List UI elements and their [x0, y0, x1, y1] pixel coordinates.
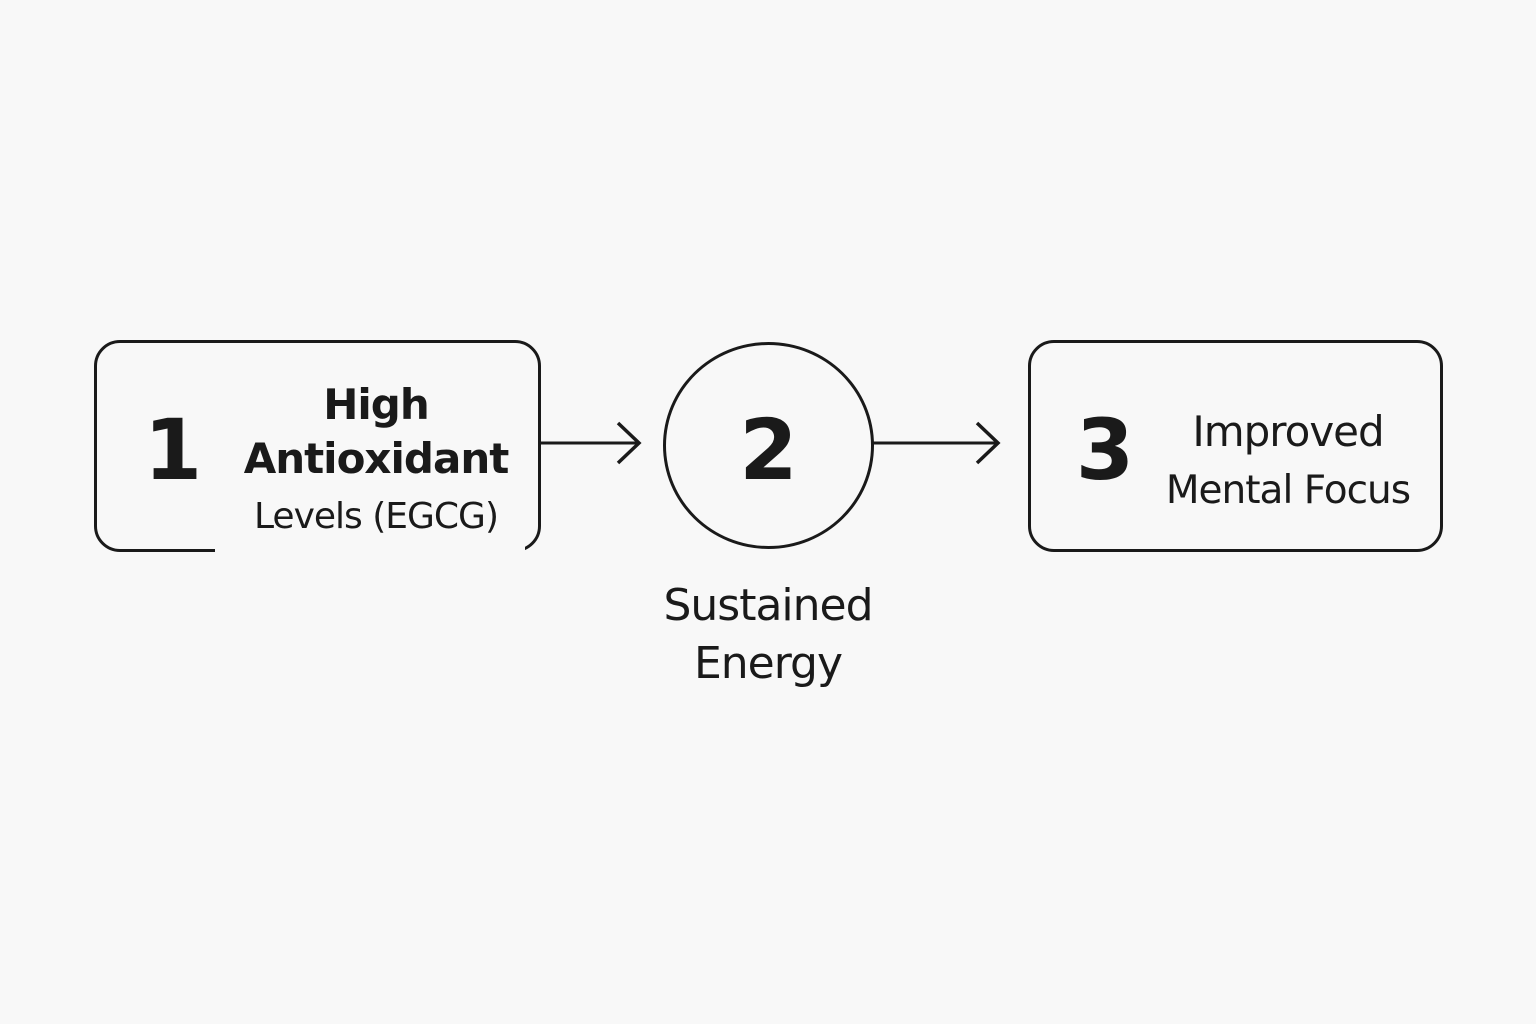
step-3-label-line-1: Improved: [1192, 407, 1384, 456]
step-1-number: 1: [143, 401, 203, 499]
step-1-label-line-3: Levels (EGCG): [254, 496, 499, 537]
arrow-right-icon: [540, 421, 642, 465]
arrow-right-icon: [873, 421, 1001, 465]
step-2-number: 2: [739, 401, 798, 499]
step-3-box: [1028, 340, 1443, 552]
step-2-circle: [663, 342, 874, 549]
step-1-label: High Antioxidant Levels (EGCG): [228, 380, 524, 546]
step-2-label-line-2: Energy: [693, 638, 843, 689]
step-1-border-gap: [215, 540, 525, 556]
step-2-label: Sustained Energy: [618, 578, 918, 694]
step-1-label-line-1: High: [323, 380, 430, 429]
step-2-label-line-1: Sustained: [663, 580, 873, 631]
step-3-label: Improved Mental Focus: [1140, 404, 1436, 522]
step-3-number: 3: [1075, 401, 1135, 499]
step-3-label-line-2: Mental Focus: [1165, 468, 1411, 513]
step-1-label-line-2: Antioxidant: [243, 434, 510, 483]
